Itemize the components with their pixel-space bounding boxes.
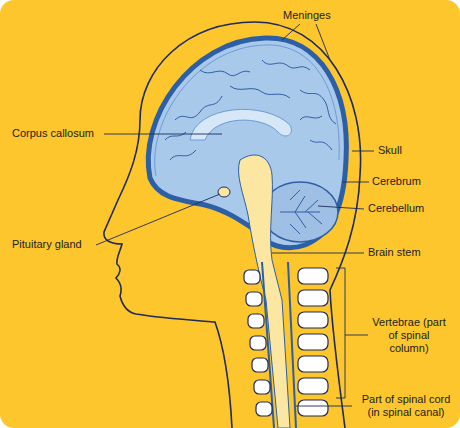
part-label: Meninges — [283, 9, 331, 22]
corpus-callosum-shape — [190, 109, 291, 140]
part-label: Brain stem — [368, 246, 421, 259]
vertebrae-shapes — [244, 268, 328, 416]
pituitary-shape — [218, 187, 230, 197]
part-label: Part of spinal cord (in spinal canal) — [356, 393, 456, 419]
part-label: Skull — [378, 144, 402, 157]
cerebellum-shape — [262, 182, 338, 242]
brain-gyri — [165, 60, 336, 160]
part-label: Vertebrae (part of spinal column) — [372, 316, 446, 355]
brain-cerebrum — [148, 38, 346, 248]
part-label: Cerebrum — [372, 175, 421, 188]
leader-lines — [96, 24, 374, 406]
part-label: Cerebellum — [368, 202, 424, 215]
part-label: Pituitary gland — [12, 238, 82, 251]
head-outline — [104, 22, 361, 428]
part-label: Corpus callosum — [12, 127, 94, 140]
cerebellum-folia — [280, 190, 322, 234]
